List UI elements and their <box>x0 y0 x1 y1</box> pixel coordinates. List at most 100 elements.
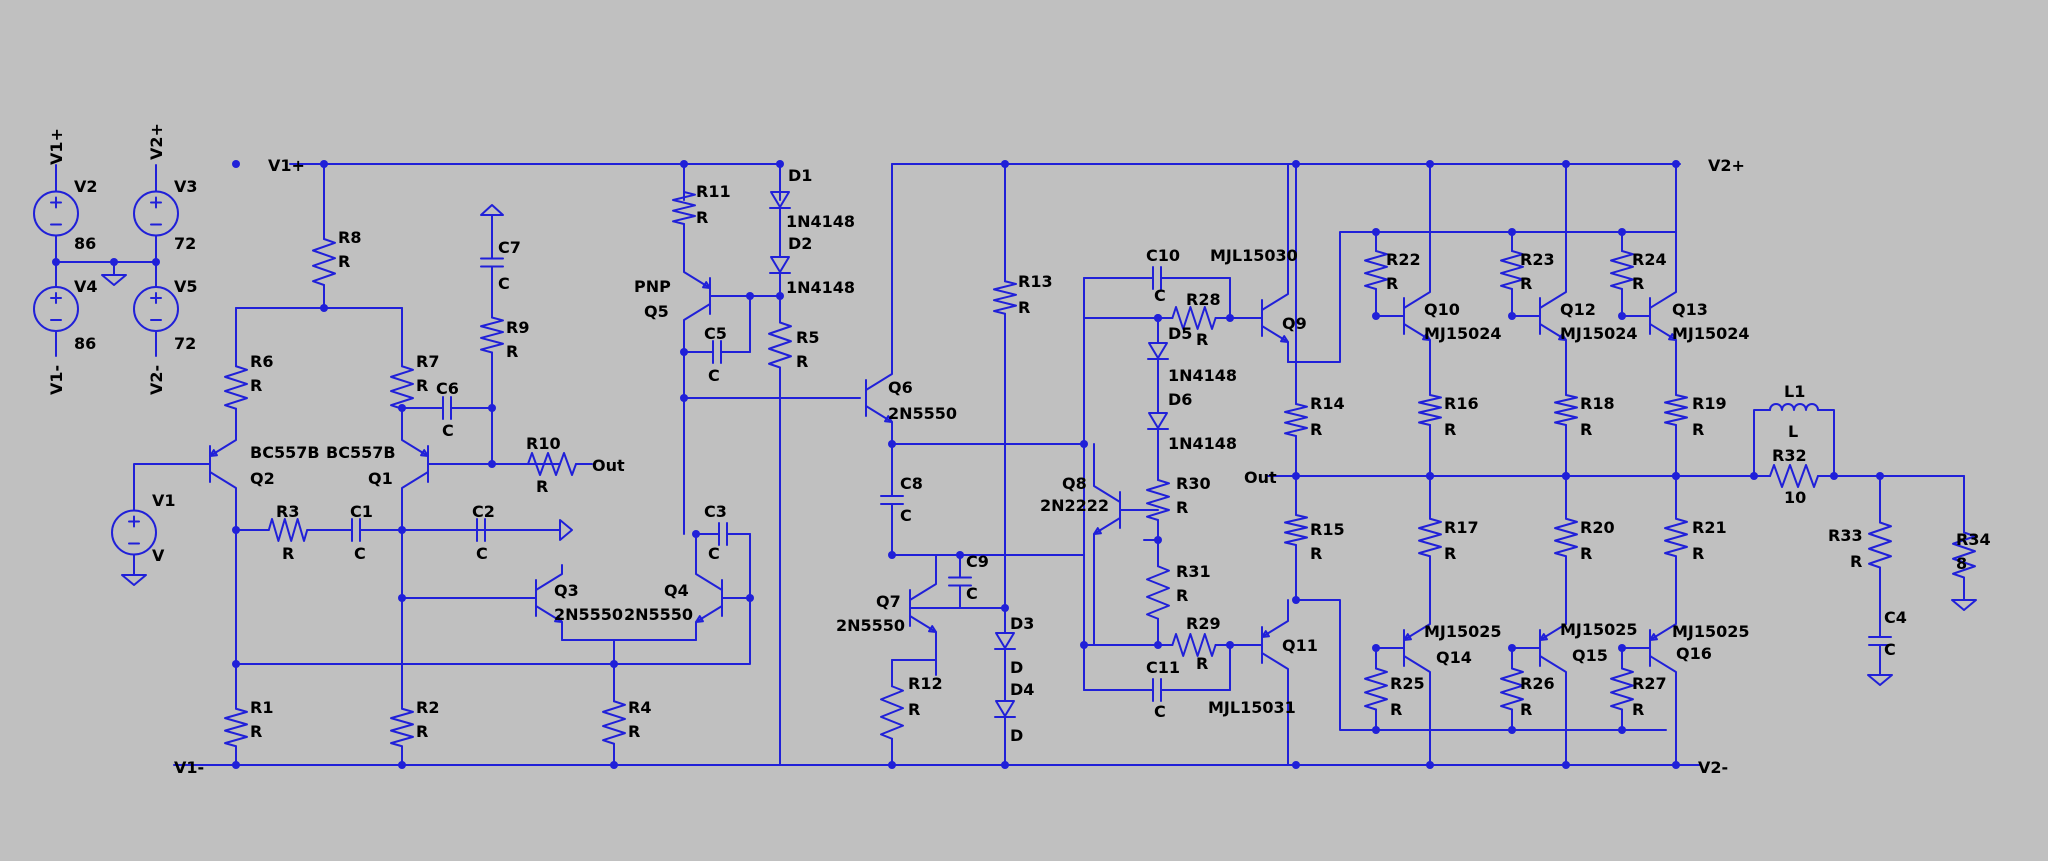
resistor-r29 <box>1157 633 1231 657</box>
voltage-source-v4 <box>33 261 79 357</box>
label-r4-value: R <box>628 722 640 741</box>
label-q11-value: MJL15031 <box>1208 698 1296 717</box>
label-d4-value: D <box>1010 726 1023 745</box>
junction-dot <box>320 304 328 312</box>
resistor-r14 <box>1284 387 1308 453</box>
junction-dot <box>232 526 240 534</box>
label-r26-ref: R26 <box>1520 674 1555 693</box>
resistor-r2 <box>390 689 414 766</box>
label-r31-value: R <box>1176 586 1188 605</box>
voltage-source-v2 <box>33 164 79 263</box>
label-q11-ref: Q11 <box>1282 636 1318 655</box>
label-r20-ref: R20 <box>1580 518 1615 537</box>
transistor-q13 <box>1649 163 1677 361</box>
label-c8-value: C <box>900 506 912 525</box>
junction-dot <box>232 160 240 168</box>
label-r2-ref: R2 <box>416 698 439 717</box>
resistor-r1 <box>224 689 248 766</box>
label-v1-ref: V1 <box>152 491 176 510</box>
net-label-v2m-source: V2- <box>147 365 166 395</box>
label-r10-value: R <box>536 477 548 496</box>
junction-dot <box>680 394 688 402</box>
label-r2-value: R <box>416 722 428 741</box>
label-c1-ref: C1 <box>350 502 373 521</box>
label-q7-ref: Q7 <box>876 592 901 611</box>
junction-dot <box>888 761 896 769</box>
resistor-r6 <box>224 344 248 431</box>
junction-dot <box>1426 160 1434 168</box>
transistor-q2 <box>209 429 237 498</box>
resistor-r13 <box>993 264 1017 331</box>
label-q10-ref: Q10 <box>1424 300 1460 319</box>
label-r21-ref: R21 <box>1692 518 1727 537</box>
label-d6-value: 1N4148 <box>1168 434 1237 453</box>
label-r24-ref: R24 <box>1632 250 1667 269</box>
label-d2-value: 1N4148 <box>786 278 855 297</box>
resistor-r34 <box>1952 509 1976 601</box>
diode-d5 <box>1147 329 1169 373</box>
label-c9-ref: C9 <box>966 552 989 571</box>
diode-d1 <box>769 179 791 221</box>
label-r7-value: R <box>416 376 428 395</box>
junction-dot <box>1750 472 1758 480</box>
junction-dot <box>1001 604 1009 612</box>
label-q1-ref: Q1 <box>368 469 393 488</box>
label-r18-value: R <box>1580 420 1592 439</box>
junction-dot <box>232 761 240 769</box>
label-r17-value: R <box>1444 544 1456 563</box>
junction-dot <box>1001 160 1009 168</box>
label-v1-value: V <box>152 546 165 565</box>
junction-dot <box>1562 160 1570 168</box>
label-r11-value: R <box>696 208 708 227</box>
label-d3-value: D <box>1010 658 1023 677</box>
label-l1-value: L <box>1788 422 1798 441</box>
label-q12-ref: Q12 <box>1560 300 1596 319</box>
junction-dot <box>1672 761 1680 769</box>
label-r26-value: R <box>1520 700 1532 719</box>
junction-dot <box>1080 641 1088 649</box>
components <box>33 163 1977 766</box>
junction-dot <box>1226 641 1234 649</box>
label-q8-value: 2N2222 <box>1040 496 1109 515</box>
junction-dot <box>680 348 688 356</box>
label-r5-ref: R5 <box>796 328 819 347</box>
label-c4-ref: C4 <box>1884 608 1907 627</box>
label-q12-value: MJ15024 <box>1560 324 1638 343</box>
label-v2-value: 86 <box>74 234 96 253</box>
label-c10-value: C <box>1154 286 1166 305</box>
junction-dot <box>956 551 964 559</box>
label-c9-value: C <box>966 584 978 603</box>
label-r25-value: R <box>1390 700 1402 719</box>
resistor-r31 <box>1146 539 1170 646</box>
transistor-q7 <box>909 554 937 661</box>
transistor-q3 <box>535 564 563 641</box>
label-q15-ref: Q15 <box>1572 646 1608 665</box>
diode-d4 <box>994 689 1016 729</box>
resistor-r23 <box>1500 231 1524 309</box>
label-r32-value: 10 <box>1784 488 1806 507</box>
capacitor-c11 <box>1083 678 1231 702</box>
junction-dot <box>610 660 618 668</box>
junction-dot <box>52 258 60 266</box>
label-q10-value: MJ15024 <box>1424 324 1502 343</box>
net-label-out-r10: Out <box>592 456 625 475</box>
transistor-q12 <box>1539 163 1567 361</box>
label-r8-value: R <box>338 252 350 271</box>
transistor-q9 <box>1261 163 1289 363</box>
label-d5-value: 1N4148 <box>1168 366 1237 385</box>
label-r6-ref: R6 <box>250 352 273 371</box>
resistor-r3 <box>255 518 321 542</box>
transistor-q15 <box>1539 599 1567 766</box>
junction-dot <box>488 460 496 468</box>
label-c6-value: C <box>442 421 454 440</box>
junction-dot <box>1372 228 1380 236</box>
resistor-r25 <box>1364 647 1388 731</box>
transistor-q10 <box>1403 163 1431 361</box>
label-c10-ref: C10 <box>1146 246 1180 265</box>
junctions <box>52 160 1884 769</box>
junction-dot <box>610 761 618 769</box>
label-c11-ref: C11 <box>1146 658 1180 677</box>
labels: V1+ V1- V2+ V2- Out Out V1+ V1- V2+ V2- … <box>47 123 1991 777</box>
label-r5-value: R <box>796 352 808 371</box>
label-q6-ref: Q6 <box>888 378 913 397</box>
